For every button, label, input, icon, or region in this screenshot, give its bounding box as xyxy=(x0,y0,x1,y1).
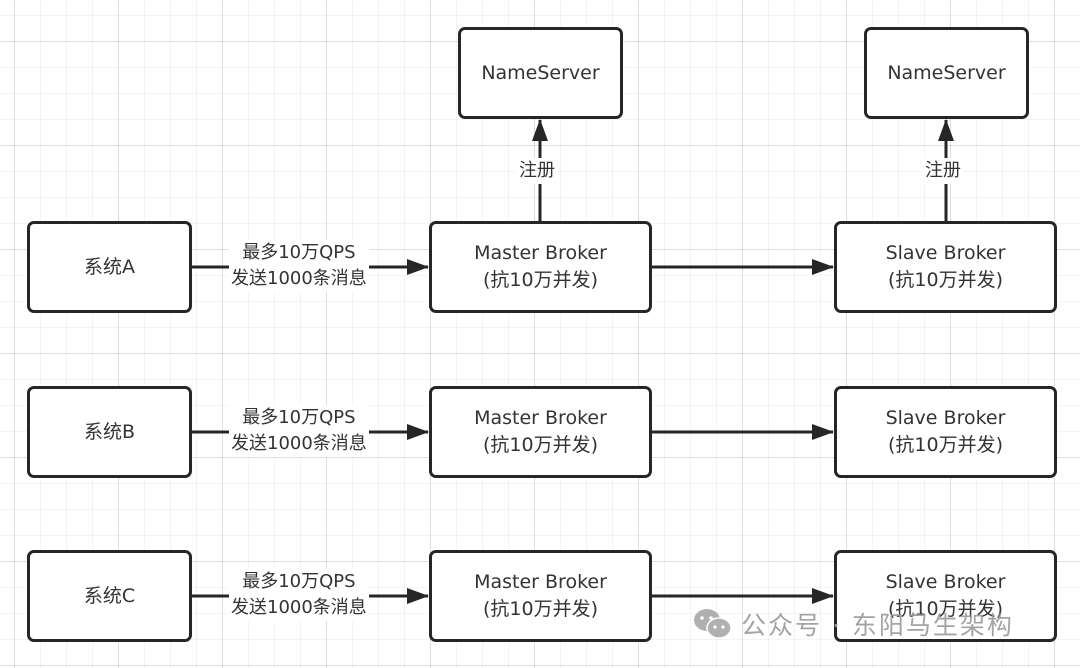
nameserver-label: NameServer xyxy=(481,61,600,84)
master-broker-title: Master Broker xyxy=(474,407,607,429)
slave-broker-box-c[interactable]: Slave Broker (抗10万并发) xyxy=(834,550,1057,642)
system-box-a[interactable]: 系统A xyxy=(27,221,192,313)
nameserver-label: NameServer xyxy=(887,61,1006,84)
system-box-c[interactable]: 系统C xyxy=(27,550,192,642)
master-broker-subtitle: (抗10万并发) xyxy=(482,269,598,291)
qps-label-line2: 发送1000条消息 xyxy=(231,597,367,618)
master-broker-title: Master Broker xyxy=(474,242,607,264)
register-label-2: 注册 xyxy=(923,158,963,184)
qps-label-c: 最多10万QPS 发送1000条消息 xyxy=(229,569,369,621)
qps-label-line2: 发送1000条消息 xyxy=(231,268,367,289)
master-broker-box-c[interactable]: Master Broker (抗10万并发) xyxy=(429,550,652,642)
slave-broker-title: Slave Broker xyxy=(885,571,1006,593)
slave-broker-box-b[interactable]: Slave Broker (抗10万并发) xyxy=(834,386,1057,478)
wechat-icon xyxy=(694,609,732,639)
watermark: 公众号 · 东阳马生架构 xyxy=(693,606,1014,642)
slave-broker-title: Slave Broker xyxy=(885,242,1006,264)
master-broker-subtitle: (抗10万并发) xyxy=(482,434,598,456)
slave-broker-title: Slave Broker xyxy=(885,407,1006,429)
system-box-b[interactable]: 系统B xyxy=(27,386,192,478)
master-broker-box-a[interactable]: Master Broker (抗10万并发) xyxy=(429,221,652,313)
qps-label-line1: 最多10万QPS xyxy=(242,407,356,428)
system-label: 系统C xyxy=(83,584,136,607)
register-label-1: 注册 xyxy=(517,158,557,184)
master-broker-title: Master Broker xyxy=(474,571,607,593)
qps-label-line1: 最多10万QPS xyxy=(242,571,356,592)
slave-broker-subtitle: (抗10万并发) xyxy=(887,269,1003,291)
slave-broker-subtitle: (抗10万并发) xyxy=(887,434,1003,456)
qps-label-line1: 最多10万QPS xyxy=(242,242,356,263)
system-label: 系统A xyxy=(84,255,135,278)
qps-label-a: 最多10万QPS 发送1000条消息 xyxy=(229,240,369,292)
master-broker-box-b[interactable]: Master Broker (抗10万并发) xyxy=(429,386,652,478)
nameserver-box-2[interactable]: NameServer xyxy=(864,27,1029,119)
slave-broker-subtitle: (抗10万并发) xyxy=(887,598,1003,620)
slave-broker-box-a[interactable]: Slave Broker (抗10万并发) xyxy=(834,221,1057,313)
qps-label-b: 最多10万QPS 发送1000条消息 xyxy=(229,405,369,457)
master-broker-subtitle: (抗10万并发) xyxy=(482,598,598,620)
watermark-text: 公众号 · 东阳马生架构 xyxy=(741,611,1014,640)
qps-label-line2: 发送1000条消息 xyxy=(231,433,367,454)
nameserver-box-1[interactable]: NameServer xyxy=(458,27,623,119)
system-label: 系统B xyxy=(83,420,136,443)
